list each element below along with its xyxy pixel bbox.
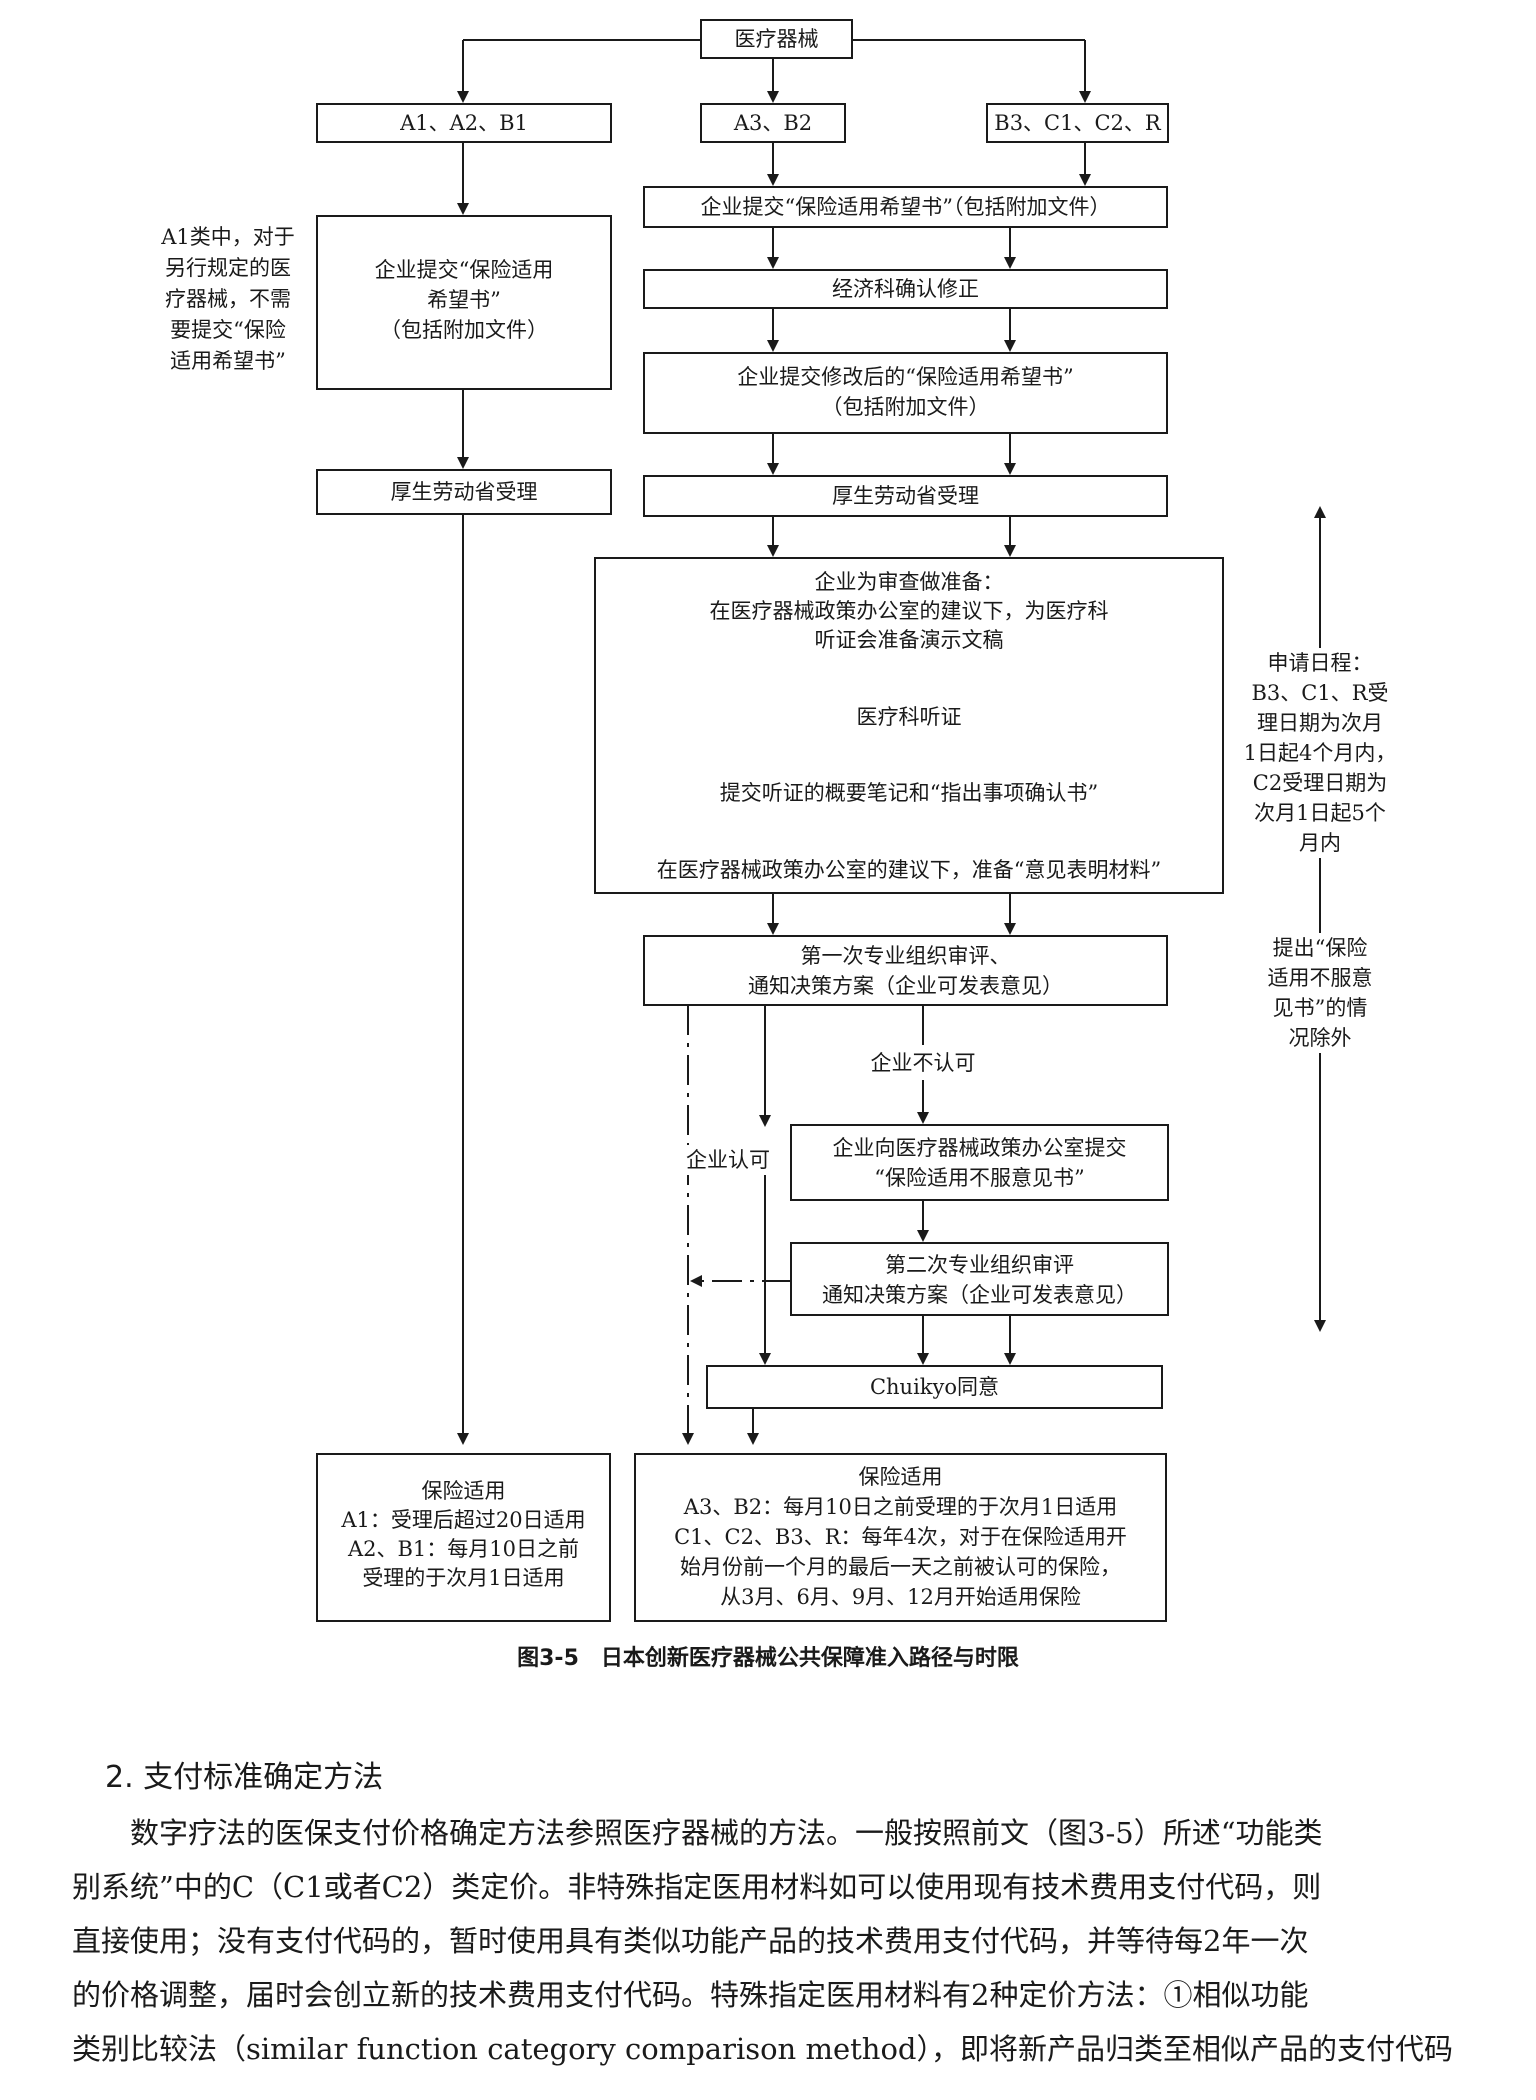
side-note-a1: A1类中，对于 另行规定的医 疗器械，不需 要提交“保险 适用希望书” <box>148 222 308 377</box>
paragraph-line: 别系统”中的C（C1或者C2）类定价。非特殊指定医用材料如可以使用现有技术费用支… <box>72 1870 1322 1904</box>
category-mid-box: A3、B2 <box>700 103 846 143</box>
prep-notes: 提交听证的概要笔记和“指出事项确认书” <box>719 781 1099 805</box>
paragraph-line: 类别比较法（similar function category comparis… <box>72 2032 1453 2066</box>
right-result-line-4: 始月份前一个月的最后一天之前被认可的保险， <box>680 1555 1121 1579</box>
right-result-line-1: 保险适用 <box>858 1465 943 1489</box>
right-submit-label: 企业提交“保险适用希望书”（包括附加文件） <box>700 195 1111 219</box>
chuikyo-label: Chuikyo同意 <box>869 1375 1000 1399</box>
side-note-a1-line-5: 适用希望书” <box>170 349 286 373</box>
flowchart-connectors <box>457 39 1326 1445</box>
left-accept-box: 厚生劳动省受理 <box>316 469 612 515</box>
root-box: 医疗器械 <box>700 19 853 59</box>
side-note-schedule-line-7: 月内 <box>1299 831 1341 855</box>
left-result-box: 保险适用 A1：受理后超过20日适用 A2、B1：每月10日之前 受理的于次月1… <box>316 1453 611 1622</box>
side-note-a1-line-2: 另行规定的医 <box>165 256 291 280</box>
side-note-except: 提出“保险 适用不服意 见书”的情 况除外 <box>1248 933 1392 1053</box>
root-label: 医疗器械 <box>734 27 819 51</box>
prep-line-1: 企业为审查做准备： <box>814 570 1004 594</box>
second-review-line-1: 第二次专业组织审评 <box>885 1253 1074 1277</box>
econ-confirm-box: 经济科确认修正 <box>643 269 1168 309</box>
category-right-label: B3、C1、C2、R <box>994 111 1161 135</box>
side-note-schedule: 申请日程： B3、C1、R受 理日期为次月 1日起4个月内， C2受理日期为 次… <box>1238 648 1402 858</box>
objection-line-1: 企业向医疗器械政策办公室提交 <box>832 1136 1127 1160</box>
side-note-schedule-line-4: 1日起4个月内， <box>1243 741 1397 765</box>
left-submit-line-1: 企业提交“保险适用 <box>374 258 554 282</box>
left-result-line-3: A2、B1：每月10日之前 <box>347 1537 580 1561</box>
right-accept-box: 厚生劳动省受理 <box>643 475 1168 517</box>
left-result-line-2: A1：受理后超过20日适用 <box>341 1508 586 1532</box>
category-mid-label: A3、B2 <box>733 111 813 135</box>
not-approve-label: 企业不认可 <box>870 1051 976 1075</box>
right-result-line-2: A3、B2：每月10日之前受理的于次月1日适用 <box>683 1495 1118 1519</box>
side-note-except-line-3: 见书”的情 <box>1272 996 1368 1020</box>
chuikyo-box: Chuikyo同意 <box>706 1365 1163 1409</box>
first-review-box: 第一次专业组织审评、 通知决策方案（企业可发表意见） <box>643 935 1168 1006</box>
first-review-line-2: 通知决策方案（企业可发表意见） <box>748 974 1063 998</box>
paragraph-line: 直接使用；没有支付代码的，暂时使用具有类似功能产品的技术费用支付代码，并等待每2… <box>72 1924 1309 1958</box>
objection-line-2: “保险适用不服意见书” <box>874 1166 1085 1190</box>
left-result-line-4: 受理的于次月1日适用 <box>362 1566 565 1590</box>
section-heading: 2. 支付标准确定方法 <box>105 1760 384 1795</box>
category-left-box: A1、A2、B1 <box>316 103 612 143</box>
body-paragraph: 数字疗法的医保支付价格确定方法参照医疗器械的方法。一般按照前文（图3-5）所述“… <box>72 1806 1502 2076</box>
side-note-except-line-4: 况除外 <box>1288 1026 1352 1050</box>
left-submit-line-3: （包括附加文件） <box>380 318 548 342</box>
prep-hearing: 医疗科听证 <box>856 705 962 729</box>
side-note-except-line-2: 适用不服意 <box>1267 966 1373 990</box>
right-result-box: 保险适用 A3、B2：每月10日之前受理的于次月1日适用 C1、C2、B3、R：… <box>634 1453 1167 1622</box>
side-note-schedule-line-2: B3、C1、R受 <box>1251 681 1389 705</box>
second-review-box: 第二次专业组织审评 通知决策方案（企业可发表意见） <box>790 1242 1169 1316</box>
left-submit-line-2: 希望书” <box>427 288 501 312</box>
right-submit-box: 企业提交“保险适用希望书”（包括附加文件） <box>643 186 1168 228</box>
side-note-a1-line-4: 要提交“保险 <box>170 318 286 342</box>
left-result-line-1: 保险适用 <box>421 1479 506 1503</box>
second-review-line-2: 通知决策方案（企业可发表意见） <box>822 1283 1137 1307</box>
side-note-schedule-line-6: 次月1日起5个 <box>1254 801 1386 825</box>
side-note-schedule-line-3: 理日期为次月 <box>1257 711 1383 735</box>
approve-label: 企业认可 <box>668 1145 788 1175</box>
prep-line-2: 在医疗器械政策办公室的建议下，为医疗科 <box>709 599 1109 623</box>
side-note-a1-line-1: A1类中，对于 <box>161 225 295 249</box>
econ-confirm-label: 经济科确认修正 <box>832 277 979 301</box>
left-accept-label: 厚生劳动省受理 <box>390 480 538 504</box>
category-left-label: A1、A2、B1 <box>400 111 528 135</box>
left-submit-box: 企业提交“保险适用 希望书” （包括附加文件） <box>316 215 612 390</box>
right-accept-label: 厚生劳动省受理 <box>832 484 979 508</box>
prep-opinion: 在医疗器械政策办公室的建议下，准备“意见表明材料” <box>656 858 1162 882</box>
prep-box <box>594 557 1224 894</box>
first-review-line-1: 第一次专业组织审评、 <box>800 944 1011 968</box>
side-note-a1-line-3: 疗器械，不需 <box>165 287 291 311</box>
prep-line-3: 听证会准备演示文稿 <box>814 628 1004 652</box>
paragraph-line: 的价格调整，届时会创立新的技术费用支付代码。特殊指定医用材料有2种定价方法：①相… <box>72 1978 1309 2012</box>
resubmit-line-1: 企业提交修改后的“保险适用希望书” <box>737 365 1074 389</box>
right-result-line-5: 从3月、6月、9月、12月开始适用保险 <box>720 1585 1081 1609</box>
resubmit-box: 企业提交修改后的“保险适用希望书” （包括附加文件） <box>643 352 1168 434</box>
category-right-box: B3、C1、C2、R <box>986 103 1169 143</box>
resubmit-line-2: （包括附加文件） <box>821 395 990 419</box>
side-note-schedule-line-5: C2受理日期为 <box>1252 771 1388 795</box>
figure-caption: 图3-5 日本创新医疗器械公共保障准入路径与时限 <box>517 1646 1019 1671</box>
side-note-schedule-line-1: 申请日程： <box>1267 651 1373 675</box>
side-note-except-line-1: 提出“保险 <box>1272 936 1368 960</box>
paragraph-line: 数字疗法的医保支付价格确定方法参照医疗器械的方法。一般按照前文（图3-5）所述“… <box>72 1816 1323 1850</box>
right-result-line-3: C1、C2、B3、R：每年4次，对于在保险适用开 <box>674 1525 1127 1549</box>
objection-box: 企业向医疗器械政策办公室提交 “保险适用不服意见书” <box>790 1124 1169 1201</box>
